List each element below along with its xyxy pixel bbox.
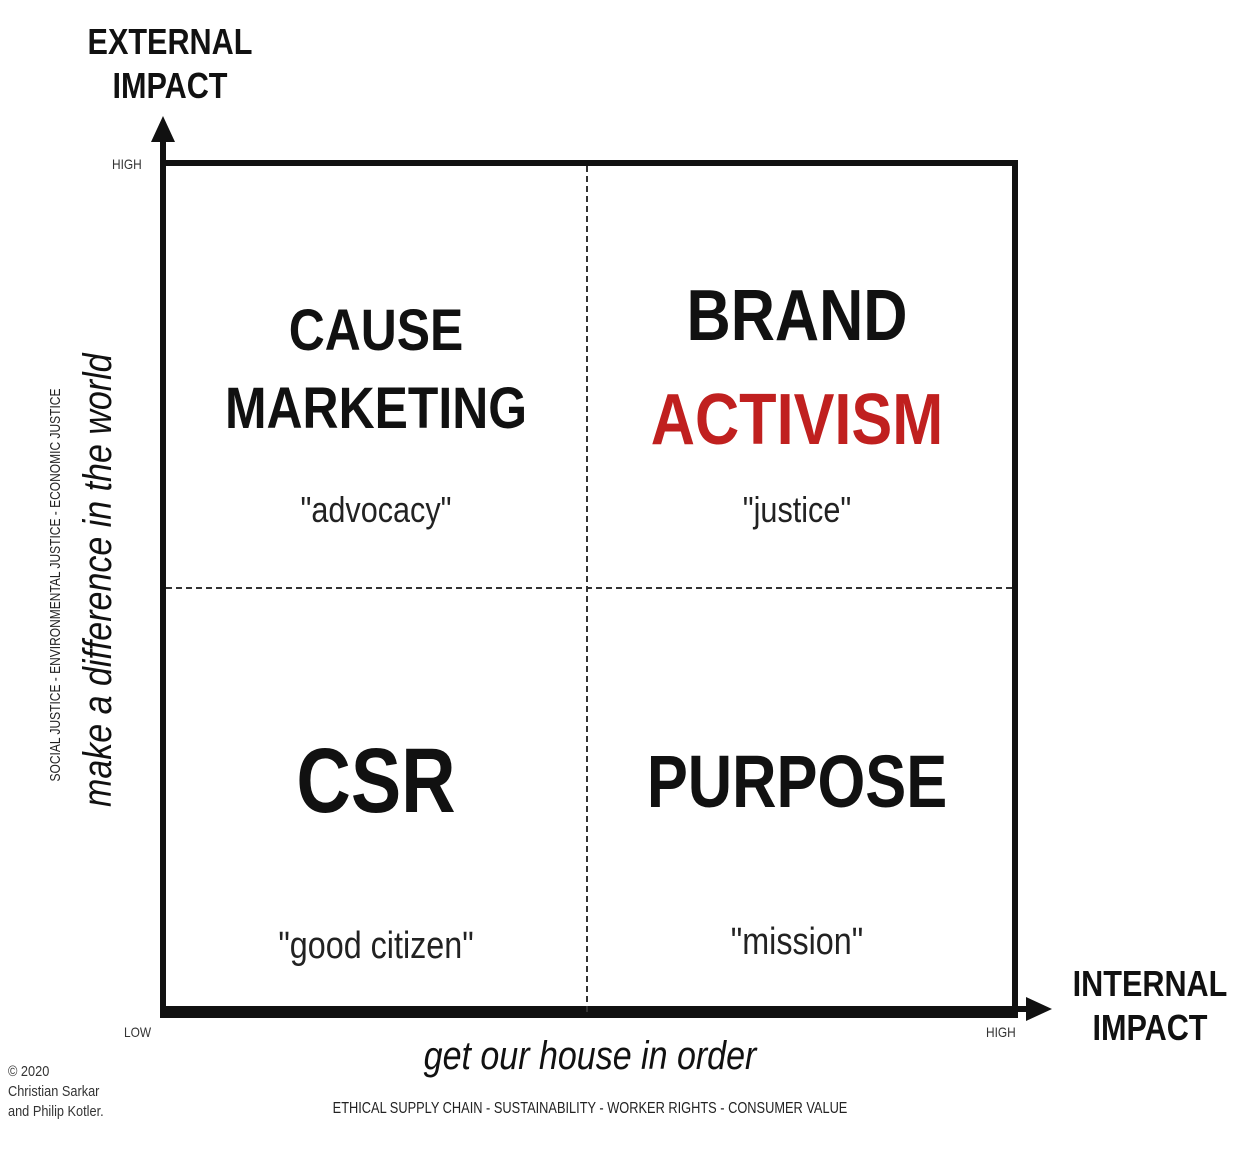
x-axis-low-label: LOW [124,1024,152,1040]
x-axis-title-line2: IMPACT [1092,1007,1208,1048]
y-axis-subdescription: SOCIAL JUSTICE - ENVIRONMENTAL JUSTICE -… [47,388,64,782]
copyright-notice: © 2020 Christian Sarkar and Philip Kotle… [8,1062,104,1122]
x-axis-high-label: HIGH [986,1024,1016,1040]
quadrant-bottom-left-subtitle: "good citizen" [278,925,474,967]
y-axis-description: make a difference in the world [76,353,120,807]
quadrant-bottom-right-title: PURPOSE [646,740,948,823]
x-axis-title: INTERNAL IMPACT [1057,962,1244,1050]
quadrant-top-right-title-line1: BRAND [686,276,908,356]
quadrant-bottom-left: CSR "good citizen" [166,589,586,1009]
quadrant-bottom-right-subtitle: "mission" [730,921,864,963]
quadrant-top-left-title-line2: MARKETING [224,376,528,441]
copyright-line1: © 2020 [8,1063,50,1080]
x-axis-subdescription: ETHICAL SUPPLY CHAIN - SUSTAINABILITY - … [332,1100,848,1117]
quadrant-bottom-left-title: CSR [296,730,456,832]
quadrant-top-right-title-line2: ACTIVISM [650,380,944,460]
quadrant-bottom-right: PURPOSE "mission" [588,589,1006,1009]
quadrant-top-right-subtitle: "justice" [742,489,852,530]
vertical-divider [586,166,588,1012]
matrix-frame [160,160,1018,1018]
quadrant-top-left-title-line1: CAUSE [288,298,464,363]
y-axis-title-line2: IMPACT [112,65,228,106]
horizontal-divider [166,587,1012,589]
copyright-line3: and Philip Kotler. [8,1103,104,1120]
x-axis-description: get our house in order [423,1034,757,1078]
quadrant-top-right: BRAND ACTIVISM "justice" [588,166,1006,587]
y-axis-title: EXTERNAL IMPACT [77,20,264,108]
y-axis-title-line1: EXTERNAL [87,21,253,62]
x-axis-title-line1: INTERNAL [1072,963,1228,1004]
quadrant-top-left: CAUSE MARKETING "advocacy" [166,166,586,587]
y-axis-arrowhead [151,116,175,142]
quadrant-top-left-subtitle: "advocacy" [300,489,452,530]
x-axis-arrowhead [1026,997,1052,1021]
copyright-line2: Christian Sarkar [8,1083,100,1100]
y-axis-high-label: HIGH [112,156,142,172]
